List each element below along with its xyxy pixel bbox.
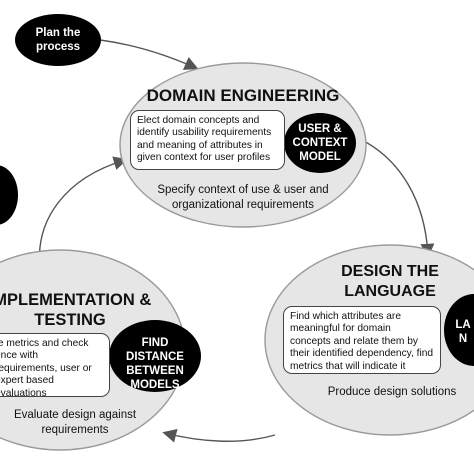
plan-process-oval <box>15 14 101 66</box>
design-language-output: Produce design solutions <box>327 386 457 398</box>
design-language-box: Find which attributes are meaningful for… <box>283 306 441 374</box>
plan-process-label: Plan the process <box>35 27 81 53</box>
implementation-testing-title: IMPLEMENTATION & TESTING <box>0 291 152 329</box>
domain-engineering-title: DOMAIN ENGINEERING <box>146 86 340 105</box>
left-edge-black-oval <box>0 165 18 225</box>
design-language-title: DESIGN THE LANGUAGE <box>341 263 439 300</box>
find-distance-oval <box>109 320 201 392</box>
user-context-model-label: USER & CONTEXT MODEL <box>292 123 348 163</box>
arrow-design-to-implementation <box>162 429 276 443</box>
implementation-testing-box: te metrics and check ence with requireme… <box>0 333 110 399</box>
arrow-plan-to-domain <box>99 39 199 70</box>
domain-engineering-output: Specify context of use & user and organi… <box>157 184 329 211</box>
implementation-testing-output: Evaluate design against requirements <box>13 409 137 436</box>
arrow-domain-to-design <box>361 139 435 258</box>
user-context-model-oval <box>284 113 356 173</box>
language-model-label: LA N <box>455 319 471 345</box>
domain-engineering-box: Elect domain concepts and identify usabi… <box>130 110 285 170</box>
language-model-oval <box>444 294 474 366</box>
find-distance-label: FIND DISTANCE BETWEEN MODELS <box>126 337 184 391</box>
